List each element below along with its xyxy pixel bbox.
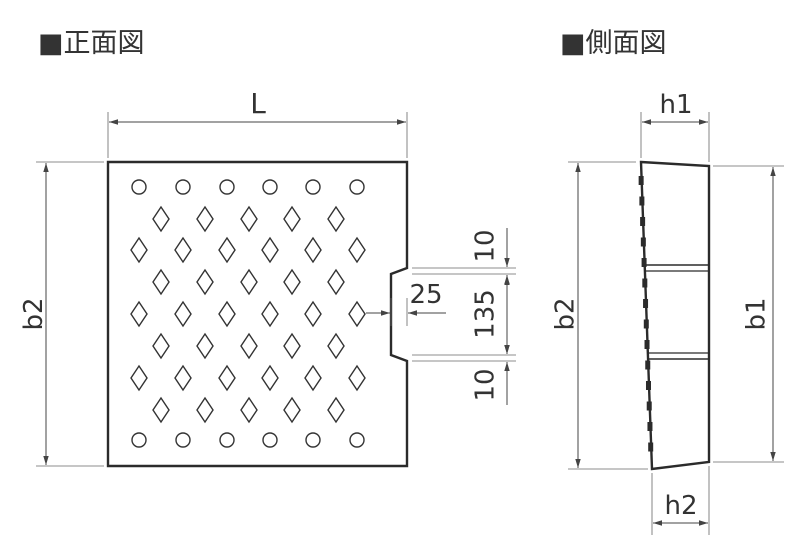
- diamond-hole: [152, 332, 170, 360]
- b2-front-label: b2: [19, 297, 49, 330]
- dimension-b2-side: b2: [551, 161, 648, 470]
- side-rib: [639, 196, 645, 206]
- round-hole: [175, 432, 191, 448]
- diamond-hole: [348, 364, 366, 392]
- diamond-hole: [327, 268, 345, 296]
- diamond-hole: [174, 364, 192, 392]
- round-hole: [219, 179, 235, 195]
- diamond-hole: [304, 236, 322, 264]
- diamond-hole: [304, 300, 322, 328]
- round-hole: [262, 432, 278, 448]
- diamond-hole: [240, 396, 258, 424]
- notch-depth-label: 25: [409, 280, 442, 310]
- diamond-hole: [152, 268, 170, 296]
- length-label: L: [250, 87, 266, 120]
- front-view-heading: ■正面図: [38, 28, 145, 59]
- round-hole: [175, 179, 191, 195]
- diamond-hole: [327, 396, 345, 424]
- round-hole: [262, 179, 278, 195]
- diamond-hole: [261, 236, 279, 264]
- side-rib: [643, 299, 649, 308]
- diamond-hole: [348, 236, 366, 264]
- notch-height-label: 135: [471, 289, 501, 339]
- side-rib: [645, 381, 651, 390]
- side-rib: [640, 217, 646, 226]
- side-rib: [646, 401, 652, 411]
- hole-pattern: [130, 179, 366, 448]
- diamond-hole: [174, 300, 192, 328]
- round-hole: [349, 432, 365, 448]
- diamond-hole: [130, 300, 148, 328]
- side-rib: [643, 319, 649, 329]
- diamond-hole: [152, 205, 170, 233]
- diamond-hole: [130, 364, 148, 392]
- dimension-b1: b1: [713, 165, 784, 463]
- side-rib: [638, 176, 644, 185]
- side-view: [638, 160, 711, 471]
- notch-offset-bottom-label: 10: [471, 368, 501, 401]
- diamond-hole: [261, 364, 279, 392]
- notch-dimensions: 10 135 10 25: [366, 228, 516, 405]
- diamond-hole: [196, 268, 214, 296]
- b1-label: b1: [742, 297, 772, 330]
- round-hole: [131, 432, 147, 448]
- diamond-hole: [348, 300, 366, 328]
- diamond-hole: [174, 236, 192, 264]
- dimension-b2-front: b2: [19, 161, 104, 467]
- dimension-h1: h1: [640, 90, 710, 162]
- diamond-hole: [152, 396, 170, 424]
- diamond-hole: [240, 205, 258, 233]
- diamond-hole: [218, 236, 236, 264]
- side-rib: [640, 237, 646, 247]
- side-rib: [645, 360, 651, 370]
- side-rib: [647, 422, 653, 431]
- side-ribs: [638, 176, 654, 452]
- side-view-heading: ■側面図: [560, 28, 667, 59]
- diamond-hole: [283, 332, 301, 360]
- round-hole: [349, 179, 365, 195]
- diamond-hole: [240, 268, 258, 296]
- round-hole: [219, 432, 235, 448]
- diamond-hole: [196, 332, 214, 360]
- diamond-hole: [283, 205, 301, 233]
- side-rib: [642, 278, 648, 288]
- side-rib: [644, 340, 650, 349]
- notch-offset-top-label: 10: [471, 229, 501, 262]
- diamond-hole: [196, 396, 214, 424]
- front-view: [106, 160, 409, 468]
- diamond-hole: [304, 364, 322, 392]
- dimension-h2: h2: [651, 466, 710, 535]
- dimension-length: L: [107, 87, 408, 158]
- b2-side-label: b2: [551, 297, 581, 330]
- diamond-hole: [261, 300, 279, 328]
- h2-label: h2: [664, 491, 697, 521]
- round-hole: [305, 179, 321, 195]
- diamond-hole: [327, 332, 345, 360]
- diamond-hole: [327, 205, 345, 233]
- round-hole: [131, 179, 147, 195]
- h1-label: h1: [659, 90, 692, 120]
- diamond-hole: [218, 364, 236, 392]
- side-rib: [641, 258, 647, 267]
- diamond-hole: [283, 396, 301, 424]
- round-hole: [305, 432, 321, 448]
- side-rib: [648, 442, 654, 452]
- diamond-hole: [218, 300, 236, 328]
- diamond-hole: [240, 332, 258, 360]
- diamond-hole: [130, 236, 148, 264]
- diamond-hole: [196, 205, 214, 233]
- diamond-hole: [283, 268, 301, 296]
